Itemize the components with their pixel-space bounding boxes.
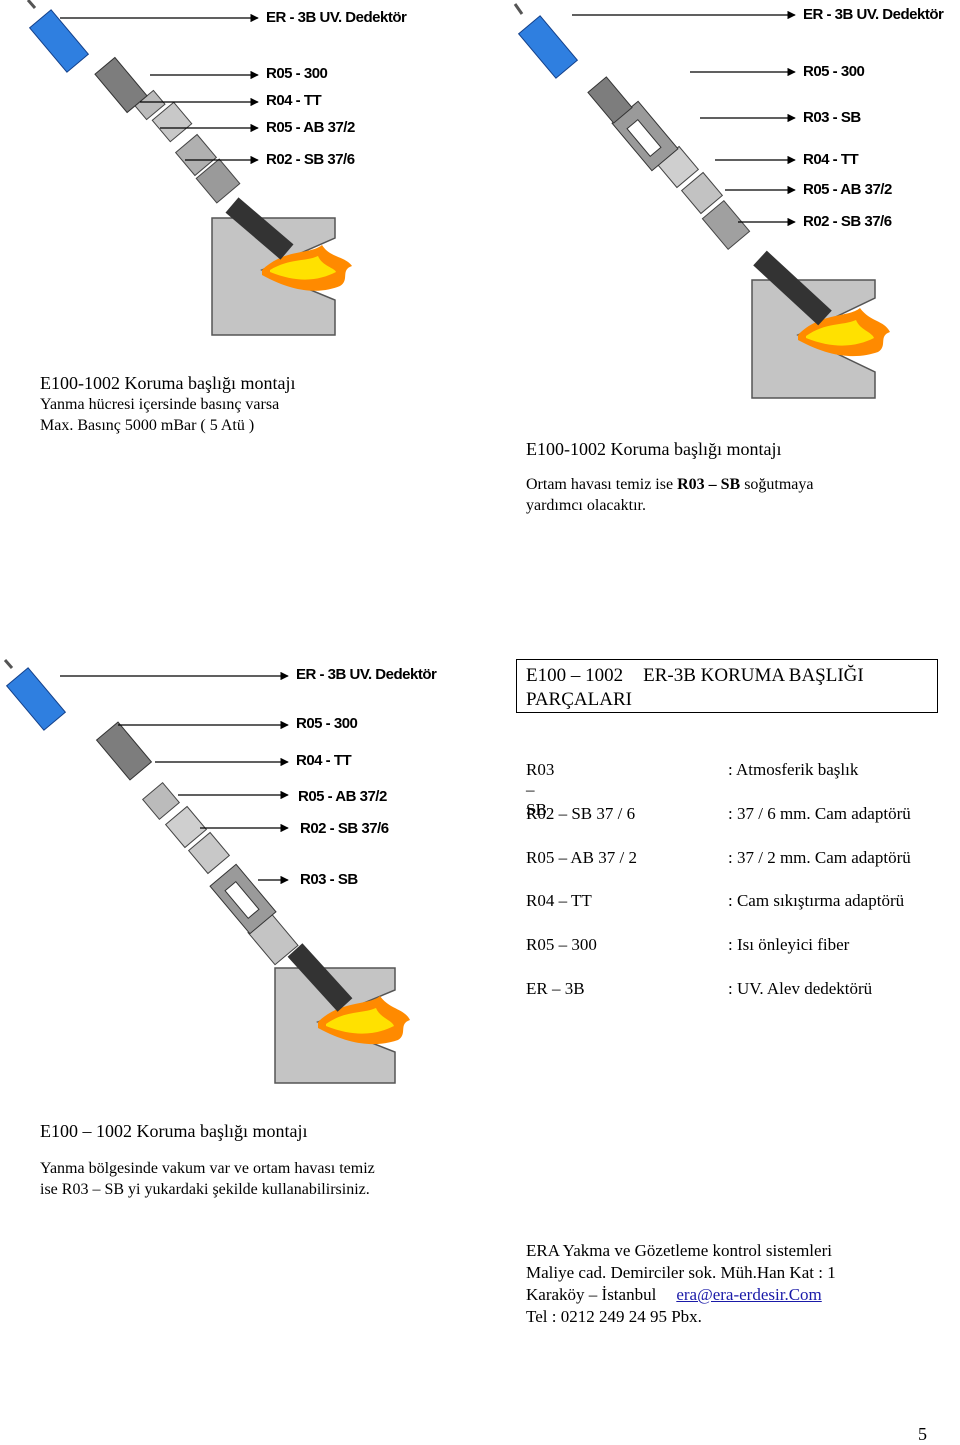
label-r05-ab-2: R05 - AB 37/2 [803, 181, 892, 198]
label-r05-ab-1: R05 - AB 37/2 [266, 119, 355, 136]
label-r05-300-3: R05 - 300 [296, 715, 358, 732]
label-r02-sb-2: R02 - SB 37/6 [803, 213, 892, 230]
contact-address: Maliye cad. Demirciler sok. Müh.Han Kat … [526, 1263, 836, 1282]
parts-desc-4: : Isı önleyici fiber [728, 935, 850, 954]
caption-pressure: E100-1002 Koruma başlığı montajı Yanma h… [40, 372, 295, 436]
label-r03-sb-3: R03 - SB [300, 871, 358, 888]
parts-code-4: R05 – 300 [526, 935, 597, 954]
parts-desc-0: : Atmosferik başlık [728, 760, 859, 779]
label-r05-300-2: R05 - 300 [803, 63, 865, 80]
contact-email-link[interactable]: era@era-erdesir.Com [676, 1285, 822, 1304]
caption-vacuum-title: E100 – 1002 Koruma başlığı montajı [40, 1121, 308, 1141]
burner-housing-3 [274, 967, 396, 1084]
parts-desc-3: : Cam sıkıştırma adaptörü [728, 891, 905, 910]
probe-assembly-1 [26, 0, 294, 260]
flame-icon-3 [318, 996, 410, 1045]
caption-pressure-title: E100-1002 Koruma başlığı montajı [40, 373, 296, 393]
label-r05-ab-3: R05 - AB 37/2 [298, 788, 387, 805]
caption-clean-air-pre: Ortam havası temiz ise [526, 476, 678, 493]
caption-vacuum: E100 – 1002 Koruma başlığı montajı Yanma… [40, 1120, 500, 1200]
contact-company: ERA Yakma ve Gözetleme kontrol sistemler… [526, 1241, 832, 1260]
label-r05-300-1: R05 - 300 [266, 65, 328, 82]
label-r03-sb-2: R03 - SB [803, 109, 861, 126]
parts-code-3: R04 – TT [526, 891, 592, 910]
parts-title-line2: PARÇALARI [526, 689, 632, 710]
parts-title-code: E100 – 1002 [526, 665, 624, 686]
burner-housing-2 [751, 279, 876, 399]
parts-code-5: ER – 3B [526, 979, 585, 998]
caption-pressure-line1: Yanma hücresi içersinde basınç varsa [40, 396, 280, 413]
label-detector-3: ER - 3B UV. Dedektör [296, 666, 437, 683]
caption-vacuum-line2: ise R03 – SB yi yukardaki şekilde kullan… [40, 1181, 370, 1198]
contact-city: Karaköy – İstanbul [526, 1285, 657, 1304]
parts-title-name: ER-3B KORUMA BAŞLIĞI [643, 665, 864, 686]
label-r04-tt-3: R04 - TT [296, 752, 352, 769]
caption-pressure-line2: Max. Basınç 5000 mBar ( 5 Atü ) [40, 417, 255, 434]
parts-desc-1: : 37 / 6 mm. Cam adaptörü [728, 804, 911, 823]
label-r02-sb-1: R02 - SB 37/6 [266, 151, 355, 168]
parts-desc-2: : 37 / 2 mm. Cam adaptörü [728, 848, 911, 867]
parts-title-box: E100 – 1002 ER-3B KORUMA BAŞLIĞI PARÇALAR… [516, 659, 938, 713]
burner-housing-1 [211, 217, 336, 336]
caption-clean-air-post: soğutmaya [740, 476, 814, 493]
caption-clean-air-line1: Ortam havası temiz ise R03 – SB soğutmay… [526, 474, 946, 495]
page-number: 5 [918, 1424, 927, 1444]
caption-clean-air-line2: yardımcı olacaktır. [526, 497, 646, 514]
parts-desc-5: : UV. Alev dedektörü [728, 979, 873, 998]
contact-phone: Tel : 0212 249 24 95 Pbx. [526, 1307, 702, 1326]
parts-title-line1: E100 – 1002 ER-3B KORUMA BAŞLIĞI [526, 664, 928, 688]
probe-assembly-3 [3, 659, 353, 1012]
parts-code-0: R03 – SB [526, 760, 555, 819]
caption-clean-air-bold: R03 – SB [677, 476, 741, 493]
label-detector-2: ER - 3B UV. Dedektör [803, 6, 944, 23]
caption-clean-air: E100-1002 Koruma başlığı montajı Ortam h… [526, 438, 946, 516]
contact-block: ERA Yakma ve Gözetleme kontrol sistemler… [526, 1240, 836, 1328]
parts-code-1: R02 – SB 37 / 6 [526, 804, 636, 823]
flame-icon-2 [798, 308, 890, 357]
label-r04-tt-1: R04 - TT [266, 92, 322, 109]
flame-icon-1 [262, 245, 352, 291]
parts-code-2: R05 – AB 37 / 2 [526, 848, 637, 867]
caption-clean-air-title: E100-1002 Koruma başlığı montajı [526, 439, 782, 459]
contact-city-line: Karaköy – İstanbul era@era-erdesir.Com [526, 1284, 836, 1306]
label-r02-sb-3: R02 - SB 37/6 [300, 820, 389, 837]
label-r04-tt-2: R04 - TT [803, 151, 859, 168]
label-detector-1: ER - 3B UV. Dedektör [266, 9, 407, 26]
caption-vacuum-line1: Yanma bölgesinde vakum var ve ortam hava… [40, 1160, 375, 1177]
probe-assembly-2 [513, 3, 832, 326]
